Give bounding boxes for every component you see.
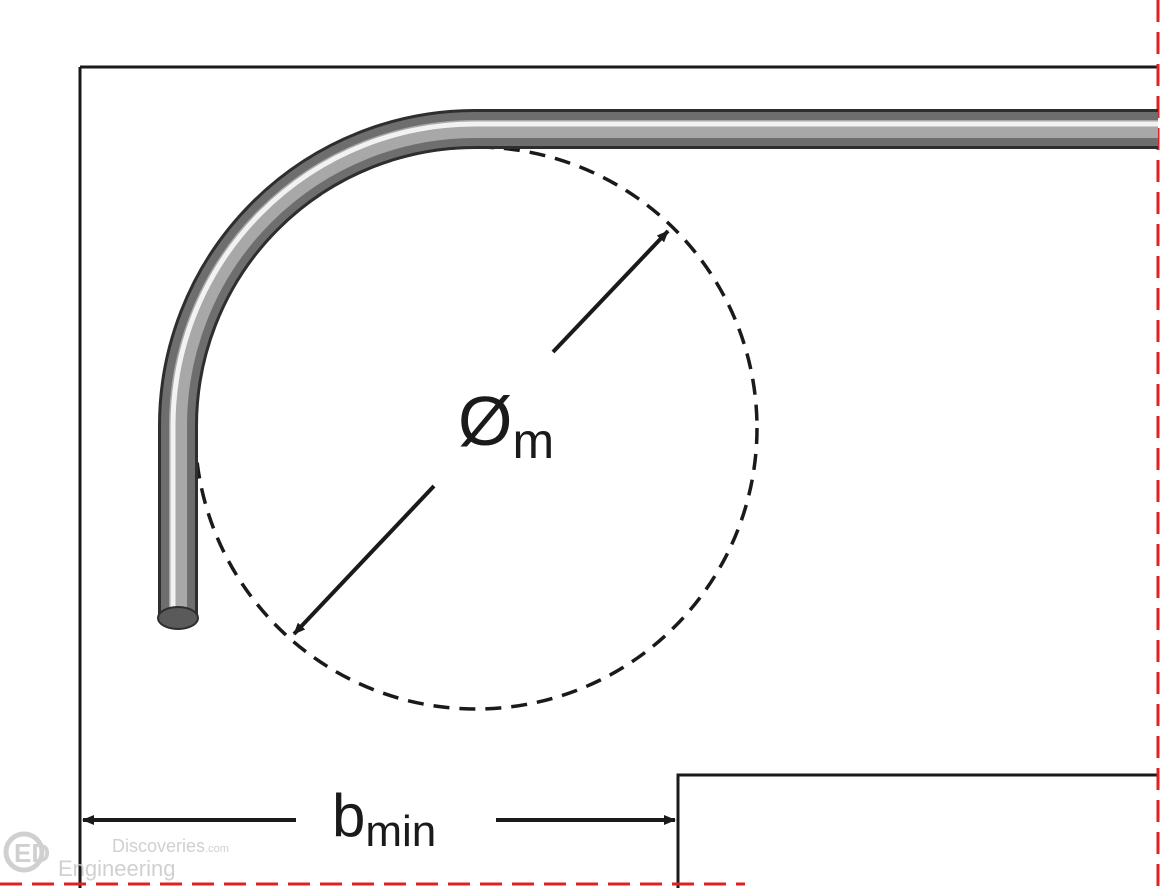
watermark-line1-suffix: .com — [205, 843, 229, 855]
inner-step-edge — [676, 773, 1158, 888]
rebar-body — [160, 111, 1158, 616]
bmin-label: bmin — [332, 782, 436, 856]
section-outline — [78, 65, 1158, 888]
watermark-logo-letters: ED — [14, 838, 50, 868]
watermark-line1-text: Discoveries — [112, 836, 205, 856]
rebar-midtone — [168, 119, 1158, 616]
watermark-line1: Discoveries.com — [112, 836, 229, 856]
bmin-symbol: b — [332, 782, 365, 849]
bmin-dimension: bmin — [82, 782, 676, 856]
diameter-dimension: Øm — [292, 229, 670, 636]
diameter-arrow-upper — [551, 229, 670, 354]
diameter-symbol: Ø — [458, 382, 512, 460]
bent-rebar — [157, 108, 1158, 630]
rebar-highlight — [170, 121, 1158, 616]
rebar-shadow — [157, 108, 1158, 616]
mandrel-circle — [193, 145, 759, 711]
watermark: ED Discoveries.com Engineering — [3, 831, 229, 881]
diameter-label: Øm — [458, 382, 554, 469]
rebar-end-cap — [157, 606, 199, 630]
bmin-subscript: min — [365, 807, 436, 856]
diameter-arrow-lower — [292, 484, 436, 636]
diameter-subscript: m — [512, 413, 554, 469]
watermark-logo-icon — [3, 831, 45, 873]
watermark-line2: Engineering — [58, 856, 175, 881]
